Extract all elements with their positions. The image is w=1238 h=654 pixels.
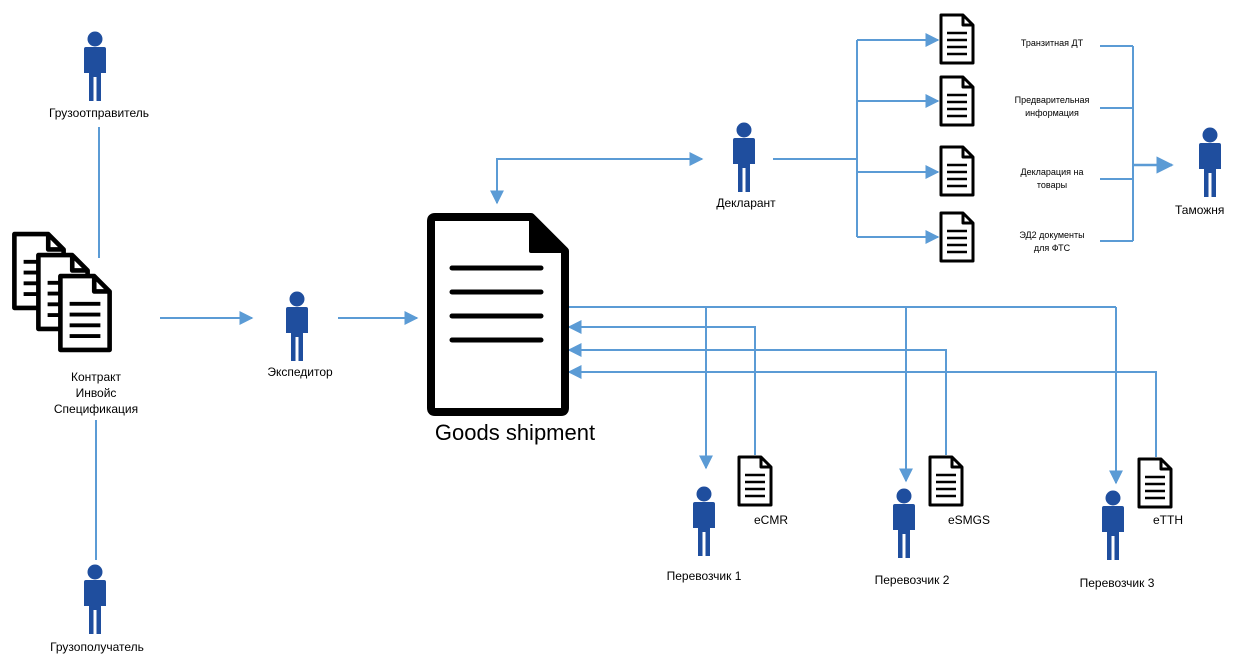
connectors [95,33,1174,560]
contract-documents-stack-icon [14,234,109,350]
decl-doc-label-line1: Декларация на [1020,167,1084,177]
goods-shipment-document-icon [427,213,569,416]
customs-label: Таможня [1175,203,1225,217]
forwarder-label: Экспедитор [267,365,333,379]
transit-doc-label: Транзитная ДТ [1020,38,1084,48]
prelim-doc-icon [939,75,975,127]
carrier1-label: Перевозчик 1 [666,569,742,583]
consignee-label: Грузополучатель [50,640,144,654]
etth-doc-icon [1137,457,1173,509]
prelim-doc-label-line2: информация [1025,108,1079,118]
contract-label-line1: Контракт [70,370,121,384]
esmgs-return-arrow [567,343,947,455]
shipment-declarant-arrow [490,152,704,205]
ecmr-doc-icon [737,455,773,507]
esmgs-label: eSMGS [947,513,990,527]
ed2-doc-icon [939,211,975,263]
etth-label: eTTH [1153,513,1183,527]
carrier2-person-icon [893,488,915,558]
decl-doc-label-line2: товары [1036,180,1068,190]
goods-shipment-label: Goods shipment [434,420,596,445]
transit-doc-icon [939,13,975,65]
shipper-label: Грузоотправитель [48,106,150,120]
ecmr-label: eCMR [753,513,788,527]
carrier2-label: Перевозчик 2 [874,573,950,587]
shipper-person-icon [84,31,106,101]
carrier3-label: Перевозчик 3 [1079,576,1155,590]
forwarder-person-icon [286,291,308,361]
contract-label-line3: Спецификация [53,402,139,416]
ed2-doc-label-line1: ЭД2 документы [1019,230,1085,240]
contract-label-line2: Инвойс [75,386,117,400]
declarant-person-icon [733,122,755,192]
carrier1-person-icon [693,486,715,556]
ecmr-return-arrow [567,320,756,455]
ed2-doc-label-line2: для ФТС [1033,243,1071,253]
customs-person-icon [1199,127,1221,197]
prelim-doc-label-line1: Предварительная [1014,95,1090,105]
esmgs-doc-icon [928,455,964,507]
decl-doc-icon [939,145,975,197]
carrier3-person-icon [1102,490,1124,560]
consignee-person-icon [84,564,106,634]
declarant-label: Декларант [716,196,776,210]
etth-return-arrow [567,365,1157,457]
